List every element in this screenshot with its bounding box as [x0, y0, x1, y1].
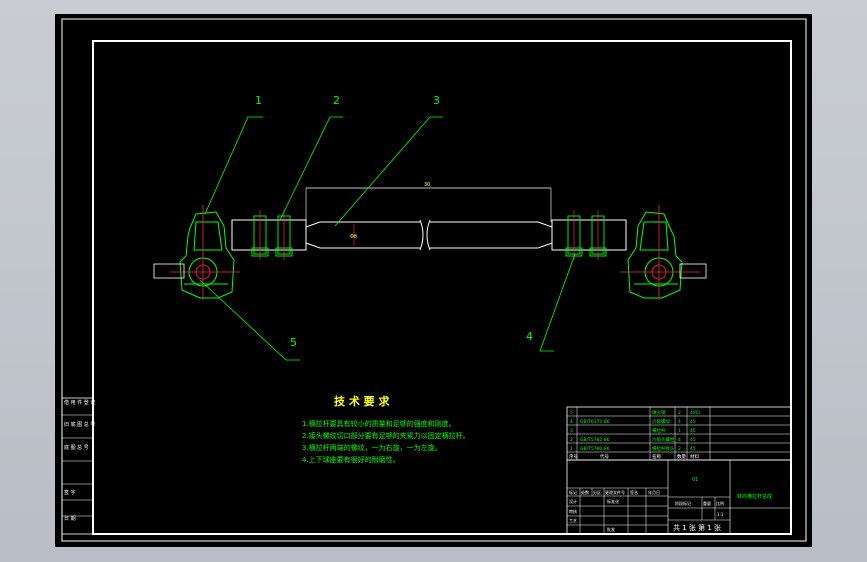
left-bolt-centerlines	[259, 210, 285, 260]
parts-no: 1	[570, 446, 573, 452]
parts-code: GB/T5782-86	[580, 437, 610, 443]
right-stud	[679, 263, 707, 279]
parts-qty: 2	[678, 446, 681, 452]
technical-requirements: 技 术 要 求 1.横拉杆要具有较小的质量和足够的强度和刚度。 2.接头螺纹切口…	[302, 394, 470, 464]
tech-req-item: 3.横拉杆两端的螺纹，一为右旋，一为左旋。	[302, 443, 442, 452]
right-clamp-sleeve	[551, 219, 627, 251]
parts-material: 45	[690, 419, 696, 425]
parts-material: 45	[690, 428, 696, 434]
parts-name: 六角螺母	[652, 418, 670, 425]
parts-no: 5	[570, 410, 573, 416]
sheet-inner-border	[92, 40, 792, 535]
title-block: 标记 处数 分区 更改文件号 签名 年月日 设计 审核 工艺 标准化 批准 阶段…	[566, 459, 792, 535]
tb-role: 工艺	[569, 518, 577, 523]
parts-qty: 4	[678, 419, 681, 425]
parts-no: 4	[570, 419, 573, 425]
callout-4: 4	[526, 330, 533, 343]
sheet-outer-border	[61, 18, 807, 542]
parts-name: 六角头螺栓	[652, 436, 675, 443]
tech-req-title: 技 术 要 求	[334, 394, 390, 408]
parts-code: GB/T5780-86	[580, 446, 610, 452]
parts-list-table: 5 球头销 2 40Cr 4 GB/T6170-86 六角螺母 4 45 3 横…	[566, 406, 792, 461]
tb-role: 批准	[607, 526, 615, 532]
tb-role: 标准化	[607, 498, 619, 504]
parts-code: GB/T6170-86	[580, 419, 610, 425]
tech-req-item: 1.横拉杆要具有较小的质量和足够的强度和刚度。	[302, 419, 456, 428]
sidebar-label: 旧 底 图 总 号	[64, 421, 95, 428]
tech-req-item: 2.接头螺纹切口部分要有足够的夹紧力以固定横拉杆。	[302, 431, 470, 440]
dimension-length: 30	[424, 182, 430, 188]
parts-name: 横拉杆接头	[652, 445, 675, 452]
parts-name: 横拉杆	[652, 427, 666, 434]
parts-no: 3	[570, 428, 573, 434]
tb-role: 审核	[569, 508, 577, 514]
parts-name: 球头销	[652, 409, 666, 416]
parts-header: 材料	[690, 453, 699, 460]
left-joint-centerlines	[170, 205, 240, 300]
parts-header: 数量	[677, 453, 686, 460]
right-joint-centerlines	[620, 205, 700, 300]
tb-weight-label: 重量	[703, 500, 711, 506]
tie-rod-tube	[305, 219, 553, 251]
parts-header: 代号	[600, 453, 609, 460]
parts-header: 序号	[569, 453, 578, 460]
tb-stage-label: 阶段标记	[675, 500, 691, 506]
sidebar-label: 底 图 总 号	[64, 444, 89, 451]
tb-center-mark: 01	[692, 477, 698, 483]
parts-header: 名称	[652, 453, 661, 460]
callout-1: 1	[255, 94, 262, 107]
sidebar-label: 签 字	[64, 489, 76, 496]
parts-qty: 4	[678, 437, 681, 443]
parts-no: 2	[570, 437, 573, 443]
tb-label: 标记	[569, 489, 577, 495]
tb-label: 处数	[581, 489, 589, 495]
tb-scale-label: 比例	[716, 500, 724, 506]
parts-material: 40Cr	[690, 410, 701, 416]
sidebar-label: 借 用 件 登 记	[64, 399, 95, 406]
sidebar-label: 日 期	[64, 516, 76, 522]
dimension-diameter: Φ8	[350, 234, 357, 240]
tb-label: 签名	[630, 489, 638, 495]
tb-scale-value: 1:1	[717, 512, 724, 517]
callout-5: 5	[290, 336, 297, 349]
left-sidebar-table: 借 用 件 登 记 旧 底 图 总 号 底 图 总 号 签 字 日 期	[61, 397, 95, 535]
tb-sheet-count: 共 1 张 第 1 张	[673, 523, 721, 532]
tb-label: 更改文件号	[605, 489, 625, 495]
parts-qty: 1	[678, 428, 681, 434]
tech-req-item: 4.上下球座要有很好的耐磨性。	[302, 455, 400, 464]
tb-label: 年月日	[648, 489, 660, 495]
callout-2: 2	[333, 94, 340, 107]
right-bolt-centerlines	[573, 210, 599, 260]
left-stud	[153, 263, 185, 279]
parts-material: 45	[690, 446, 696, 452]
callout-3: 3	[433, 94, 440, 107]
tie-rod-assembly[interactable]: 30	[153, 94, 707, 361]
parts-material: 45	[690, 437, 696, 443]
parts-qty: 2	[678, 410, 681, 416]
tb-label: 分区	[593, 489, 601, 495]
left-clamp-sleeve	[231, 219, 307, 251]
tb-role: 设计	[569, 498, 577, 504]
tb-drawing-name: 转向横拉杆总成	[737, 493, 772, 500]
leader-lines	[199, 116, 576, 361]
